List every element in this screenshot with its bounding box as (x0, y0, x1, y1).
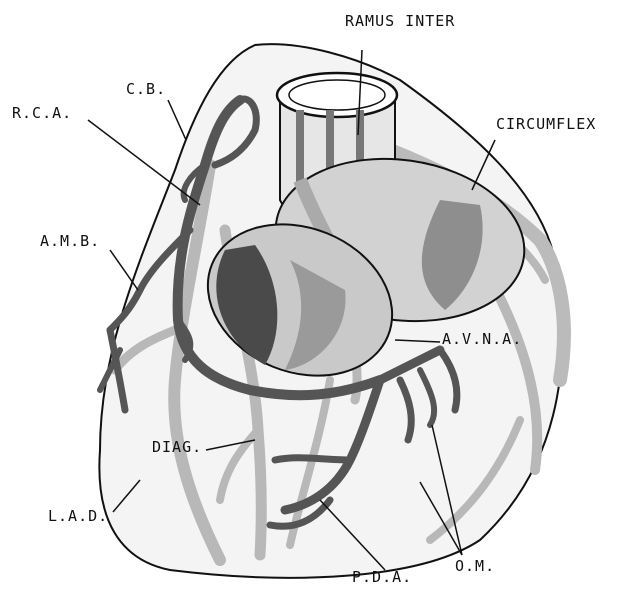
label-amb: A.M.B. (40, 232, 100, 250)
label-circumflex: CIRCUMFLEX (496, 115, 596, 133)
label-lad: L.A.D. (48, 507, 108, 525)
label-cb: C.B. (126, 80, 166, 98)
label-diag: DIAG. (152, 438, 202, 456)
label-pda: P.D.A. (352, 568, 412, 586)
label-avna: A.V.N.A. (442, 330, 522, 348)
label-rca: R.C.A. (12, 104, 72, 122)
label-om: O.M. (455, 557, 495, 575)
label-ramus-inter: RAMUS INTER (345, 12, 455, 30)
